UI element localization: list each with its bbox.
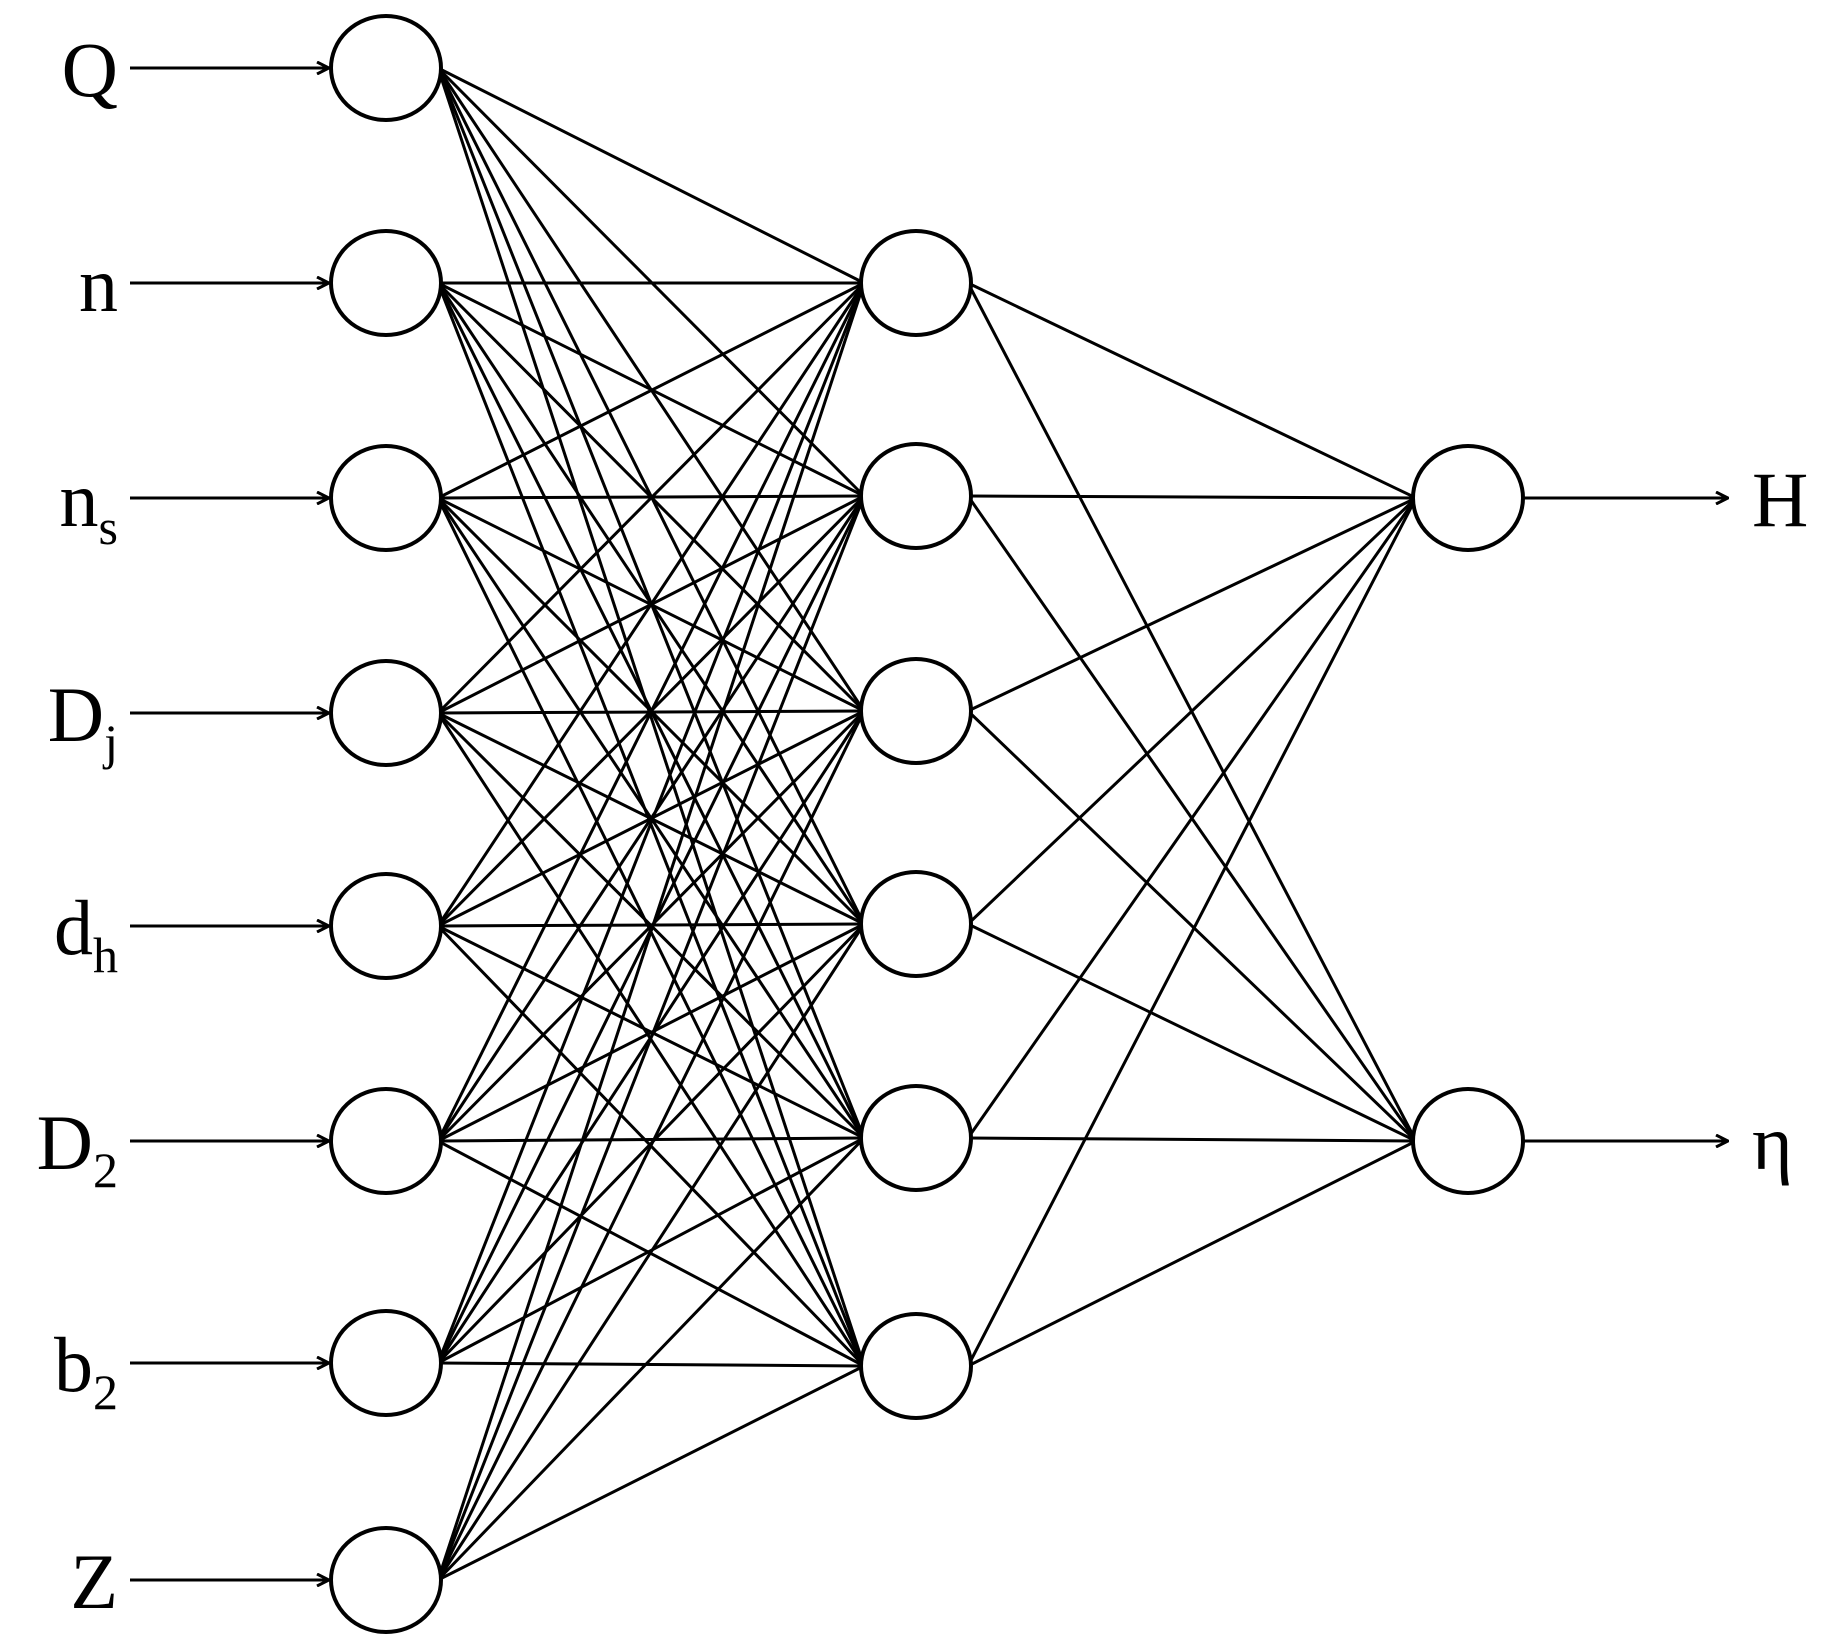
edge-input-5-hidden-1 xyxy=(436,495,866,1142)
io-arrows xyxy=(130,68,1728,1580)
input-node-2 xyxy=(329,444,443,552)
connection-lines xyxy=(436,66,1418,1582)
edge-hidden-2-output-0 xyxy=(967,496,1417,713)
edge-input-7-hidden-1 xyxy=(436,495,866,1581)
input-label-sub-6: 2 xyxy=(93,1364,118,1420)
edge-input-5-hidden-2 xyxy=(436,709,866,1143)
edge-input-4-hidden-0 xyxy=(436,282,866,927)
edge-input-5-hidden-3 xyxy=(437,922,865,1143)
input-label-7: Z xyxy=(70,1538,118,1625)
input-label-base-6: b xyxy=(54,1321,93,1408)
input-label-sub-4: h xyxy=(93,927,118,983)
edge-input-3-hidden-0 xyxy=(436,281,866,715)
edge-input-6-hidden-0 xyxy=(436,282,866,1364)
edge-input-7-hidden-5 xyxy=(437,1364,865,1582)
input-node-1 xyxy=(329,229,443,337)
edge-input-7-hidden-3 xyxy=(436,923,866,1581)
input-label-sub-3: j xyxy=(102,714,118,770)
input-node-3 xyxy=(329,659,443,767)
edge-hidden-2-output-1 xyxy=(966,709,1418,1143)
input-label-base-1: n xyxy=(79,241,118,328)
input-label-base-3: D xyxy=(48,671,104,758)
hidden-node-2 xyxy=(859,657,973,765)
edge-hidden-3-output-1 xyxy=(967,922,1417,1143)
hidden-node-0 xyxy=(859,229,973,337)
input-label-5: D2 xyxy=(37,1099,118,1198)
input-label-1: n xyxy=(79,241,118,328)
input-label-base-2: n xyxy=(60,456,99,543)
edge-input-2-hidden-0 xyxy=(437,281,865,500)
edge-input-5-hidden-0 xyxy=(436,282,866,1142)
edge-hidden-3-output-0 xyxy=(966,496,1418,926)
input-label-2: ns xyxy=(60,456,118,555)
input-node-4 xyxy=(329,872,443,980)
edge-hidden-4-output-1 xyxy=(967,1136,1417,1143)
input-node-6 xyxy=(329,1309,443,1417)
input-node-5 xyxy=(329,1087,443,1195)
input-label-base-4: d xyxy=(54,884,93,971)
edge-input-7-hidden-4 xyxy=(436,1136,866,1582)
input-label-4: dh xyxy=(54,884,118,983)
output-node-0 xyxy=(1411,444,1525,552)
edge-input-7-hidden-2 xyxy=(436,710,866,1581)
hidden-node-3 xyxy=(859,870,973,978)
hidden-node-4 xyxy=(859,1084,973,1192)
input-node-7 xyxy=(329,1526,443,1634)
input-label-sub-5: 2 xyxy=(93,1142,118,1198)
edge-hidden-5-output-1 xyxy=(967,1139,1417,1368)
edge-input-7-hidden-0 xyxy=(436,282,866,1581)
edge-input-5-hidden-4 xyxy=(437,1136,865,1143)
input-label-3: Dj xyxy=(48,671,118,770)
input-node-0 xyxy=(329,14,443,122)
edge-input-6-hidden-5 xyxy=(437,1361,865,1368)
output-label-0: H xyxy=(1752,456,1808,543)
edge-hidden-1-output-0 xyxy=(967,494,1417,500)
input-label-6: b2 xyxy=(54,1321,118,1420)
edge-input-0-hidden-0 xyxy=(437,66,865,285)
edge-hidden-0-output-0 xyxy=(967,281,1417,500)
input-label-base-7: Z xyxy=(70,1538,118,1625)
input-label-base-5: D xyxy=(37,1099,93,1186)
input-label-0: Q xyxy=(62,26,118,113)
output-node-1 xyxy=(1411,1087,1525,1195)
nodes xyxy=(329,14,1525,1634)
output-label-1: η xyxy=(1752,1099,1793,1186)
hidden-node-1 xyxy=(859,442,973,550)
input-label-sub-2: s xyxy=(99,499,118,555)
hidden-node-5 xyxy=(859,1312,973,1420)
edge-hidden-4-output-0 xyxy=(966,497,1418,1139)
input-label-base-0: Q xyxy=(62,26,118,113)
edge-hidden-5-output-0 xyxy=(966,497,1418,1367)
